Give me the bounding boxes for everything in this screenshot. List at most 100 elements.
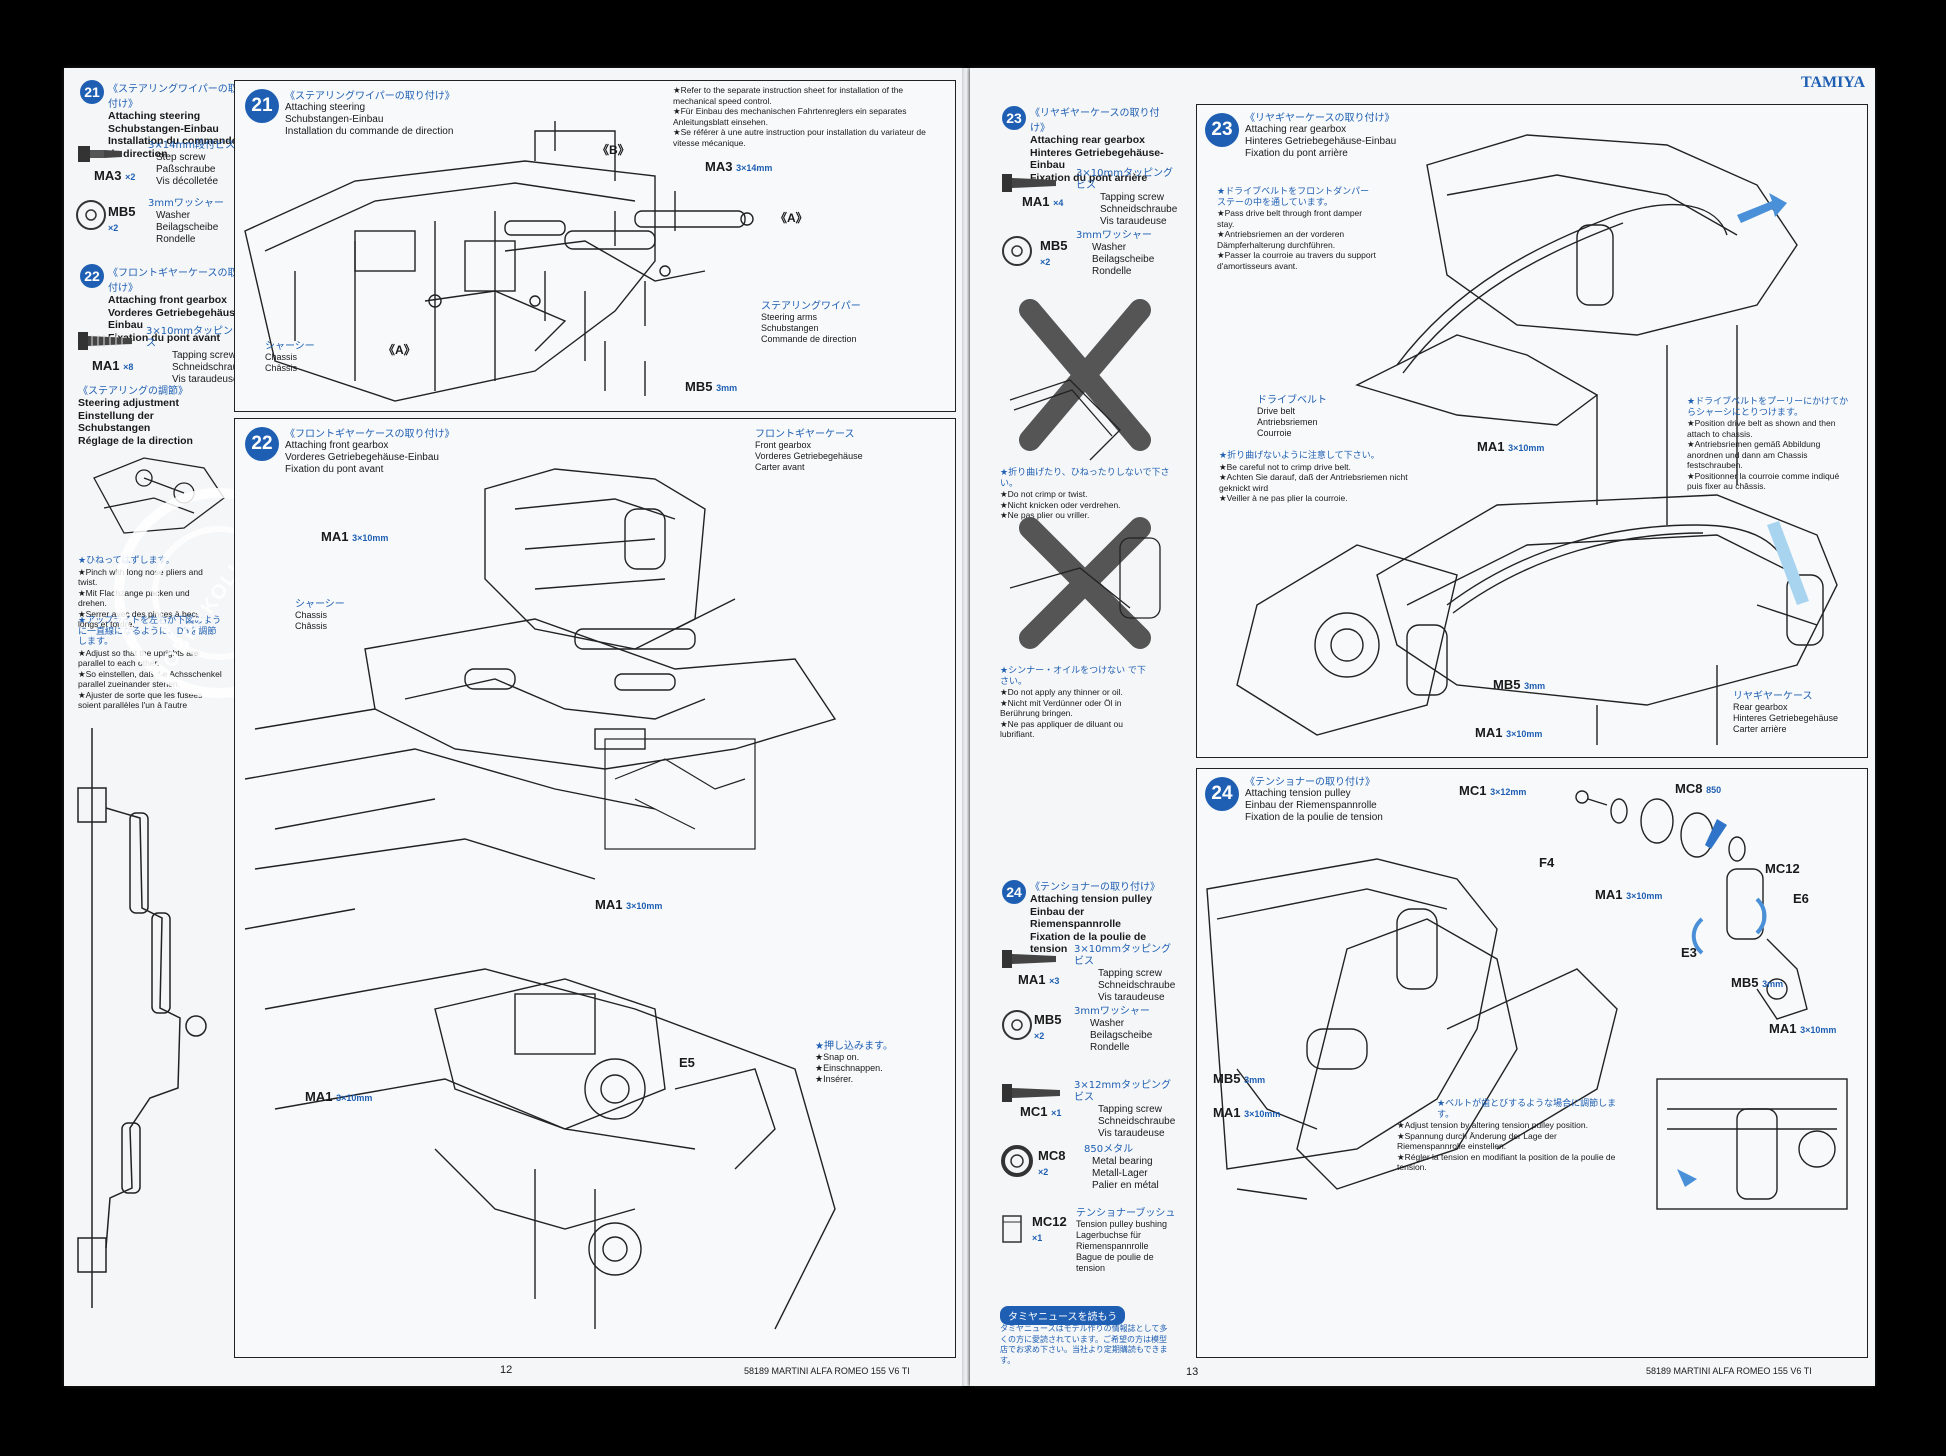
damper-jp: ★ドライブベルトをフロントダンパーステーの中を通しています。: [1217, 187, 1370, 208]
adjust-fr: ★Ajuster de sorte que les fusées soient …: [78, 689, 203, 711]
step-23-jp: 《リヤギヤーケースの取り付け》: [1030, 108, 1160, 134]
box22-ma1-left: MA1: [305, 1089, 333, 1104]
box24-ma1b: MA1: [1769, 1021, 1797, 1036]
r-mb5-code: MB5×2: [1040, 238, 1067, 268]
callout-a-right: 《A》: [775, 211, 808, 225]
box24-mb5b: MB5: [1213, 1071, 1241, 1086]
front-gearbox-label: フロントギヤーケース Front gearbox Vorderes Getrie…: [755, 429, 863, 473]
box23-de: Hinteres Getriebegehäuse-Einbau: [1245, 136, 1397, 147]
step-22-fr: Fixation du pont avant: [108, 331, 220, 344]
r-ma1b-de: Schneidschraube: [1098, 980, 1176, 991]
box22-ma1-top-size: 3×10mm: [352, 533, 389, 543]
r-mc8-desc: 850メタル Metal bearing Metall-Lager Palier…: [1084, 1144, 1174, 1192]
crimp-note: ★折り曲げたり、ひねったりしないで下さい。 ★Do not crimp or t…: [1000, 468, 1170, 521]
box24-mc1-size: 3×12mm: [1490, 787, 1527, 797]
pinch-fr: ★Serrer avec des pinces à becs longs et …: [78, 608, 200, 630]
step-21-panel-badge: 21: [245, 89, 279, 123]
step-22-jp: 《フロントギヤーケースの取り付け》: [108, 268, 248, 294]
r-ma1b-qty: ×3: [1049, 976, 1060, 986]
step-23-fr: Fixation du pont arrière: [1030, 171, 1148, 184]
mb5-fr: Rondelle: [156, 234, 196, 245]
chassis-label-21: シャーシー Chassis Châssis: [265, 341, 315, 374]
box24-ma1: MA1: [1595, 887, 1623, 902]
r-mc12-en: Tension pulley bushing: [1076, 1219, 1168, 1229]
pinch-en: ★Pinch with long nose pliers and twist.: [78, 566, 203, 588]
r-mb5b-fr: Rondelle: [1090, 1042, 1130, 1053]
r-ma1b-code-text: MA1: [1018, 972, 1046, 987]
careful-fr: ★Veiller à ne pas plier la courroie.: [1219, 493, 1348, 503]
step-21-en: Attaching steering: [108, 110, 201, 122]
snap-fr: ★Insérer.: [815, 1074, 854, 1084]
box21-mb5-size: 3mm: [716, 383, 738, 393]
tension-fr: ★Régler la tension en modifiant la posit…: [1397, 1151, 1616, 1173]
crimp-fr: ★Ne pas plier ou vriller.: [1000, 510, 1090, 520]
chassis-21-en: Chassis: [265, 352, 298, 362]
ma3-code-text: MA3: [94, 168, 122, 183]
right-page-number: 13: [1186, 1366, 1199, 1378]
step-21-panel-heading: 《ステアリングワイパーの取り付け》 Attaching steering Sch…: [285, 87, 545, 138]
damper-note: ★ドライブベルトをフロントダンパーステーの中を通しています。 ★Pass dri…: [1217, 187, 1377, 271]
ma3-de: Paßschraube: [156, 164, 216, 175]
r-ma1-de: Schneidschraube: [1100, 204, 1178, 215]
r-mc12-code: MC12×1: [1032, 1214, 1067, 1244]
mb5-en: Washer: [156, 210, 191, 221]
step-22-panel-heading: 《フロントギヤーケースの取り付け》 Attaching front gearbo…: [285, 425, 545, 476]
steering-arms-jp: ステアリングワイパー: [761, 301, 861, 312]
callout-b: 《B》: [597, 143, 630, 157]
box23-mb5: MB5: [1493, 677, 1521, 692]
snap-jp: ★押し込みます。: [815, 1041, 893, 1052]
rear-fr: Carter arrière: [1733, 724, 1787, 734]
box24-e6: E6: [1793, 891, 1809, 906]
tension-jp: ★ベルトが歯とびするような場合に調節します。: [1437, 1099, 1617, 1120]
r-mc1-qty: ×1: [1051, 1108, 1062, 1118]
box22-ma1-left-label: MA1 3×10mm: [305, 1089, 372, 1104]
gearcase-en: Front gearbox: [755, 440, 812, 450]
chassis-22-fr: Châssis: [295, 621, 328, 631]
box22-ma1-mid-label: MA1 3×10mm: [595, 897, 662, 912]
box24-ma1c: MA1: [1213, 1105, 1241, 1120]
book-spine: [962, 68, 972, 1386]
r-mc12-jp: テンショナーブッシュ: [1076, 1208, 1176, 1219]
snap-de: ★Einschnappen.: [815, 1063, 883, 1073]
r-mc8-code: MC8×2: [1038, 1148, 1065, 1178]
step-21-badge: 21: [80, 80, 104, 104]
rear-en: Rear gearbox: [1733, 702, 1788, 712]
box21-mb5: MB5: [685, 379, 713, 394]
steer-fr: Réglage de la direction: [78, 434, 193, 447]
r-ma1-en: Tapping screw: [1100, 192, 1164, 203]
tension-en: ★Adjust tension by altering tension pull…: [1397, 1120, 1588, 1130]
gearcase-de: Vorderes Getriebegehäuse: [755, 451, 863, 461]
callout-a-left: 《A》: [383, 343, 416, 357]
r-mb5-en: Washer: [1092, 242, 1127, 253]
steer-de: Einstellung der Schubstangen: [78, 409, 154, 435]
thinner-jp: ★シンナー・オイルをつけない で下さい。: [1000, 666, 1146, 687]
r-mc12-desc: テンショナーブッシュ Tension pulley bushing Lagerb…: [1076, 1208, 1176, 1274]
steering-assembly-drawing: [244, 121, 754, 402]
r-mc12-code-text: MC12: [1032, 1214, 1067, 1229]
mb5-code: MB5×2: [108, 204, 135, 234]
position-en: ★Position drive belt as shown and then a…: [1687, 418, 1836, 439]
box24-ma1-size: 3×10mm: [1626, 891, 1663, 901]
rear-gearbox-drawing: [1236, 134, 1838, 745]
box24-fr: Fixation de la poulie de tension: [1245, 812, 1383, 823]
drive-belt-label: ドライブベルト Drive belt Antriebsriemen Courro…: [1257, 395, 1327, 439]
thinner-fr: ★Ne pas appliquer de diluant ou lubrifia…: [1000, 718, 1123, 740]
tension-pulley-drawing: [1206, 790, 1848, 1210]
snap-on-note: ★押し込みます。 ★Snap on. ★Einschnappen. ★Insér…: [815, 1041, 893, 1085]
r-mc12-fr: Bague de poulie de tension: [1076, 1252, 1154, 1273]
box24-ma1b-label: MA1 3×10mm: [1769, 1021, 1836, 1036]
gearcase-jp: フロントギヤーケース: [755, 429, 855, 440]
mb5-jp: 3mmワッシャー: [148, 198, 224, 209]
steer-en: Steering adjustment: [78, 397, 179, 409]
r-ma1b-en: Tapping screw: [1098, 968, 1162, 979]
box22-ma1-left-size: 3×10mm: [336, 1093, 373, 1103]
r-ma1-qty: ×4: [1053, 198, 1064, 208]
box23-mb5-label: MB5 3mm: [1493, 677, 1545, 692]
washer-icon: [76, 200, 106, 230]
step-21-de: Schubstangen-Einbau: [108, 122, 219, 135]
steering-adjustment-heading: 《ステアリングの調節》 Steering adjustment Einstell…: [78, 382, 228, 447]
position-jp: ★ドライブベルトをプーリーにかけてからシャーシにとりつけます。: [1687, 397, 1849, 418]
r-mc8-fr: Palier en métal: [1092, 1180, 1159, 1191]
box22-ma1-top: MA1: [321, 529, 349, 544]
steering-arms-fr: Commande de direction: [761, 334, 857, 344]
